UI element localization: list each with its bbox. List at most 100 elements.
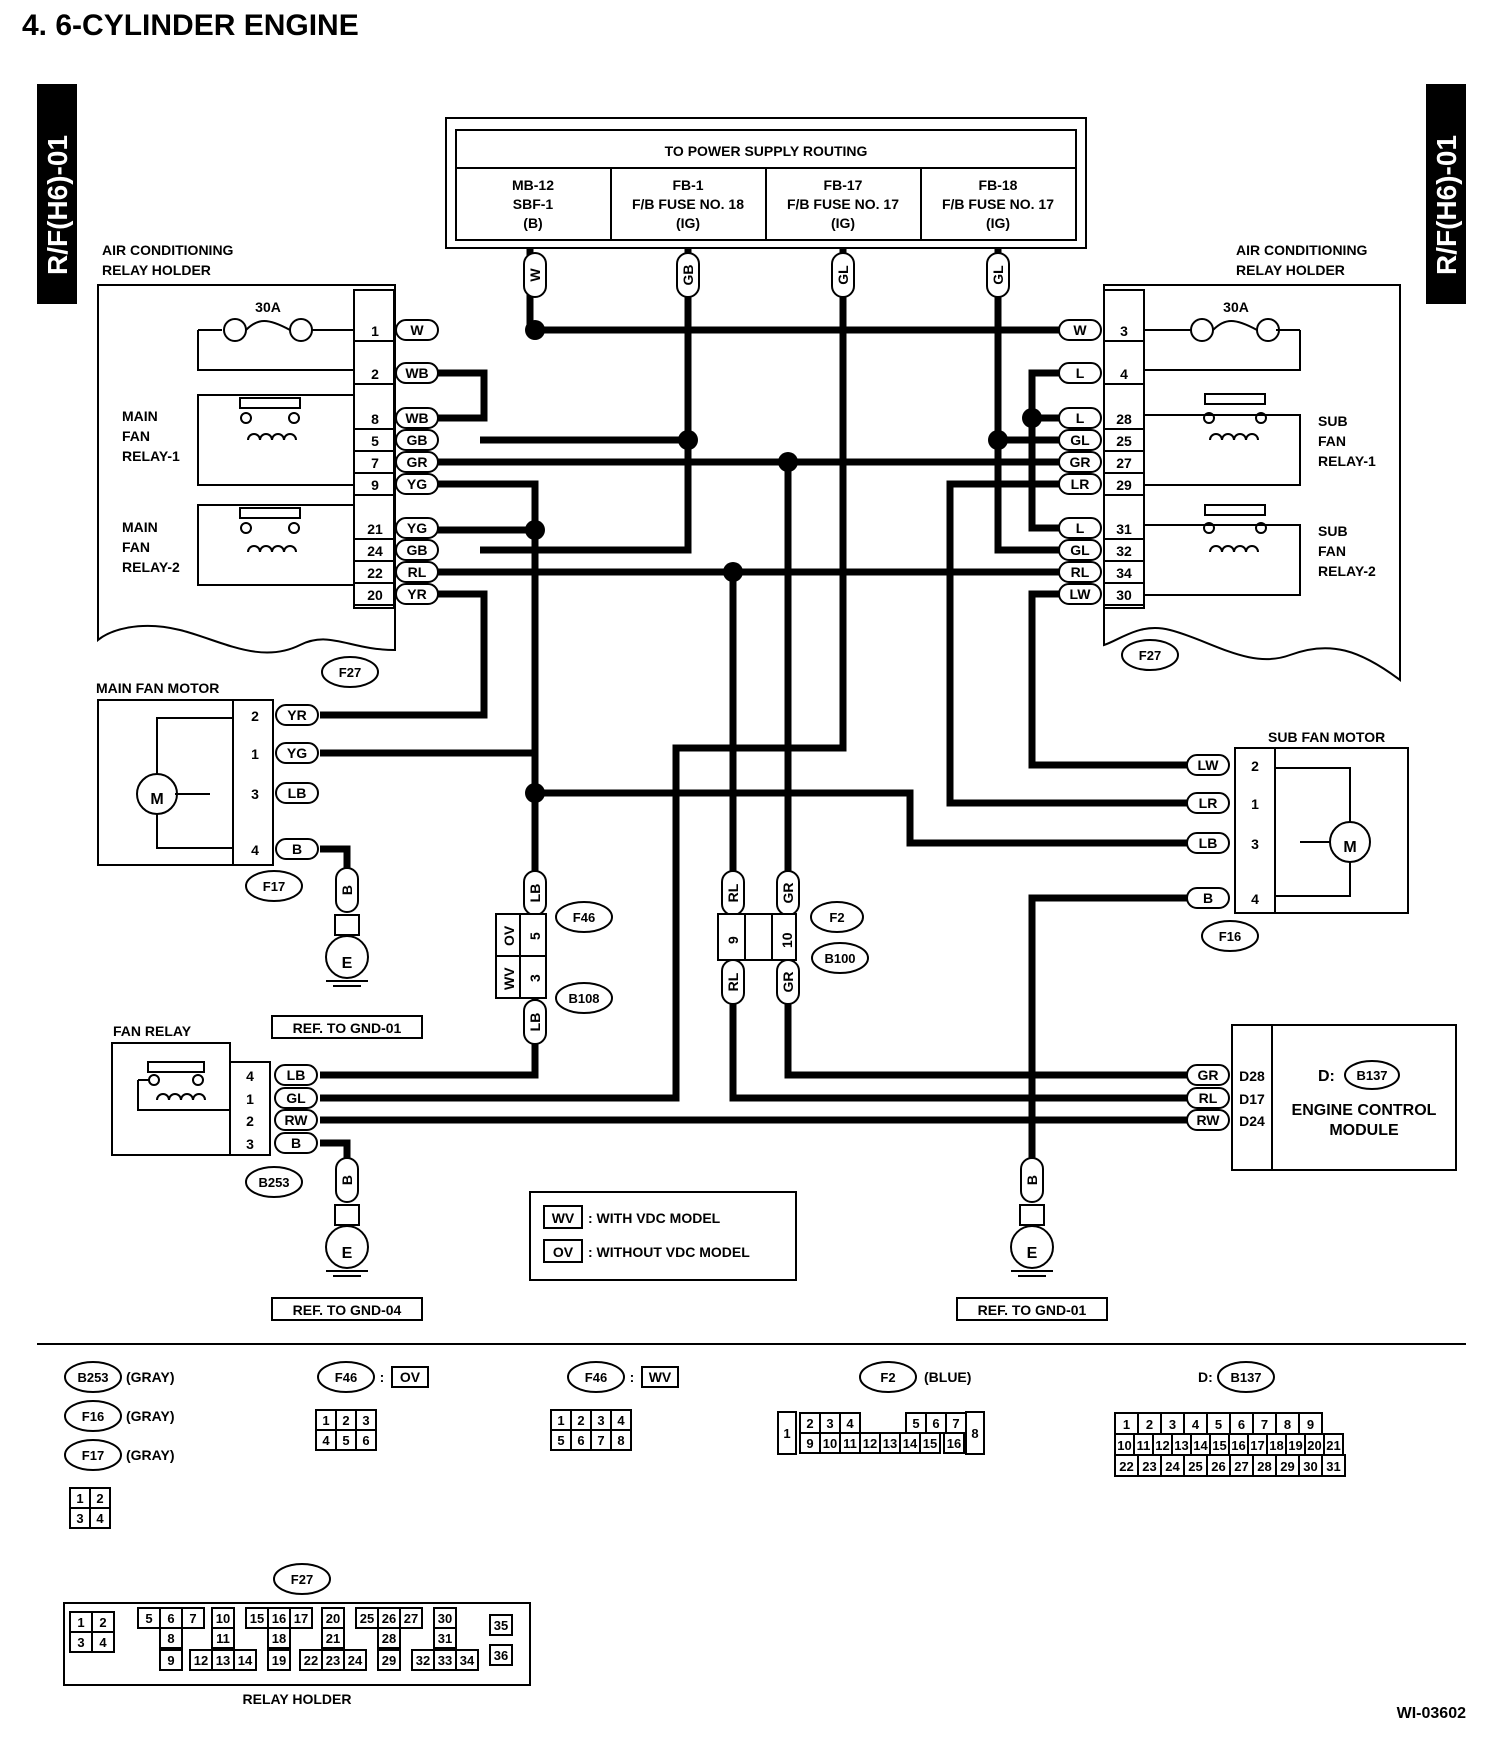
fr-pin-4: 4 — [246, 1068, 254, 1084]
main-fan-relay1-l1: MAIN — [122, 408, 158, 424]
view-f27-28-cell-28 — [377, 1627, 401, 1649]
right-wire-30: LW — [1070, 586, 1092, 602]
view-f2-pin-8: 8 — [971, 1426, 978, 1441]
left-pin-24: 24 — [367, 543, 383, 559]
view-f27-block2-top-pin-7: 7 — [189, 1611, 196, 1626]
mfm-wire-2: YR — [287, 707, 306, 723]
ground-1-plug — [334, 1204, 360, 1226]
left-wire-22-shape — [395, 561, 439, 583]
ecm-label-1: ENGINE CONTROL — [1292, 1102, 1437, 1119]
wire-6 — [435, 369, 488, 422]
legend-code-wv: WV — [552, 1210, 575, 1226]
view-b137-row3-pin-23: 23 — [1142, 1459, 1156, 1474]
view-f27-29-pin-29: 29 — [382, 1653, 396, 1668]
ps-wire-tag-1-shape — [676, 252, 700, 298]
right-wire-27-shape — [1058, 451, 1102, 473]
f2-wire-rl-top: RL — [725, 883, 741, 902]
view-f27-block1-pin-2: 2 — [99, 1615, 106, 1630]
view-b137-row2-pin-18: 18 — [1269, 1438, 1283, 1453]
view-f2-bottom-pin-10: 10 — [823, 1436, 837, 1451]
ecm-wire-D17: RL — [1199, 1090, 1218, 1106]
right-wire-34-shape — [1058, 561, 1102, 583]
figure-id: WI-03602 — [1397, 1705, 1466, 1722]
view-f27-block1-pin-1: 1 — [77, 1615, 84, 1630]
wire-1 — [480, 248, 692, 444]
f2-id: F2 — [829, 910, 844, 925]
ground-0-ref: REF. TO GND-01 — [293, 1020, 402, 1036]
junction-dot-6 — [988, 430, 1008, 450]
left-wire-20: YR — [407, 586, 426, 602]
left-wire-8: WB — [405, 410, 428, 426]
ps-cell-3-l3: (IG) — [986, 215, 1010, 231]
f46-tag-ov: OV — [501, 925, 517, 946]
left-holder-label-1: AIR CONDITIONING — [102, 242, 234, 258]
ground-2-symbol: E — [1027, 1245, 1038, 1262]
view-f27-caption: RELAY HOLDER — [243, 1691, 352, 1707]
fr-wire-1: GL — [286, 1090, 306, 1106]
fr-wire-2-shape — [274, 1109, 318, 1131]
b100-wire-gr-bottom: GR — [780, 972, 796, 993]
right-holder-label-1: AIR CONDITIONING — [1236, 242, 1368, 258]
mfm-wire-3: LB — [288, 785, 307, 801]
left-wire-2: WB — [405, 365, 428, 381]
view-f27-block3-pin-13: 13 — [216, 1653, 230, 1668]
view-f27-block7-pin-34: 34 — [460, 1653, 475, 1668]
view-b137-row3-pin-24: 24 — [1165, 1459, 1180, 1474]
left-wire-21-shape — [395, 517, 439, 539]
ground-0-symbol: E — [342, 955, 353, 972]
view-small4-pin-3: 3 — [76, 1511, 83, 1526]
view-f27-31-pin-31: 31 — [438, 1631, 452, 1646]
b108-wire-bottom: LB — [527, 1013, 543, 1032]
ground-1-wire: B — [339, 1175, 355, 1185]
view-f27-id: F27 — [291, 1572, 313, 1587]
left-pin-9: 9 — [371, 477, 379, 493]
view-gray-F17: F17 — [82, 1448, 104, 1463]
left-wire-5: GB — [407, 432, 428, 448]
right-wire-25: GL — [1070, 432, 1090, 448]
view-small4-cell-4 — [89, 1507, 111, 1529]
right-wire-4: L — [1076, 365, 1085, 381]
junction-dot-1 — [678, 430, 698, 450]
mfm-pin-2: 2 — [251, 708, 259, 724]
view-f27-11-pin-11: 11 — [216, 1631, 230, 1646]
sfm-pin-2: 2 — [1251, 758, 1259, 774]
view-f27-21-cell-21 — [321, 1627, 345, 1649]
view-f46ov-pin-5: 5 — [342, 1433, 349, 1448]
f46-wire-top: LB — [527, 884, 543, 903]
view-f46ov-pin-1: 1 — [322, 1413, 329, 1428]
view-f46ov-tag-box — [391, 1366, 429, 1388]
view-f27-30-pin-30: 30 — [438, 1611, 452, 1626]
ground-2-plug — [1019, 1204, 1045, 1226]
junction-dot-7 — [525, 783, 545, 803]
wire-21 — [1028, 894, 1195, 1175]
view-f27-10-pin-10: 10 — [216, 1611, 230, 1626]
wire-14 — [729, 572, 1195, 1102]
ground-0-earth-lines — [326, 980, 368, 987]
fr-connector-shape — [245, 1166, 303, 1198]
view-f46ov-id-shape — [317, 1361, 375, 1393]
inline-connector-f46-b108: OV WV 5 3 F46 B108 — [495, 901, 613, 1014]
view-f46ov-cell-6 — [355, 1429, 377, 1451]
ps-wire-tag-2: GL — [835, 265, 851, 285]
view-f2-top-left-pin-3: 3 — [826, 1416, 833, 1431]
wire-19 — [1028, 590, 1195, 769]
view-f27-block3-pin-12: 12 — [194, 1653, 208, 1668]
junction-dot-0 — [525, 320, 545, 340]
fr-wire-3-shape — [274, 1132, 318, 1154]
view-b137-row1-pin-9: 9 — [1307, 1417, 1314, 1432]
view-f2-top-right-pin-5: 5 — [912, 1416, 919, 1431]
view-gray-F17-shape — [64, 1439, 122, 1471]
left-wire-2-shape — [395, 362, 439, 384]
view-gray-B253: B253 — [77, 1370, 108, 1385]
ground-0-wire-shape — [335, 867, 359, 913]
ecm-label-2: MODULE — [1329, 1122, 1399, 1139]
inline-connector-f2-b100: 9 10 F2 B100 — [717, 901, 869, 974]
wire-12 — [320, 753, 539, 1079]
view-f46ov-pin-2: 2 — [342, 1413, 349, 1428]
page-title: 4. 6-CYLINDER ENGINE — [22, 9, 359, 42]
view-f2-pin-1: 1 — [783, 1426, 790, 1441]
view-f27-block2-mid-pin-8: 8 — [167, 1631, 174, 1646]
wire-18 — [946, 480, 1195, 807]
